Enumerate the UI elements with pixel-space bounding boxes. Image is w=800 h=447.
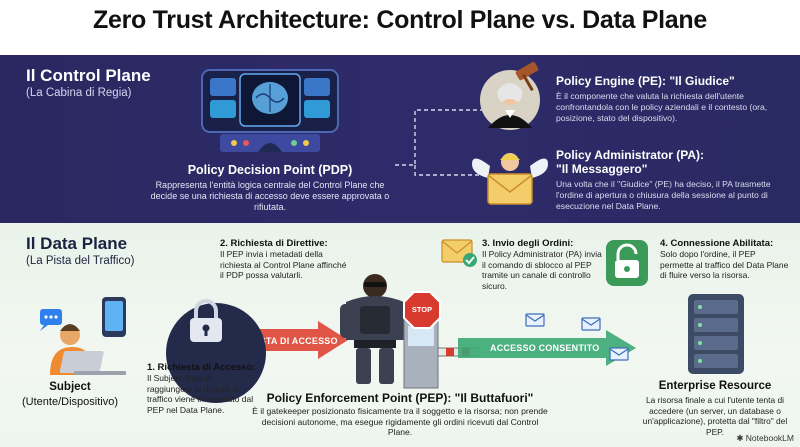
- step-4: 4. Connessione Abilitata: Solo dopo l'or…: [660, 238, 790, 281]
- pep-title: Policy Enforcement Point (PEP): "Il Butt…: [266, 391, 534, 405]
- subject-user-icon: [40, 297, 126, 375]
- subject-title: Subject: [49, 381, 91, 393]
- brand-name: NotebookLM: [745, 433, 794, 443]
- brand-label: ✱ NotebookLM: [736, 433, 794, 444]
- padlock-icon: [190, 299, 222, 342]
- unlocked-padlock-icon: [606, 240, 648, 286]
- pa-description: Una volta che il "Giudice" (PE) ha decis…: [556, 179, 771, 211]
- step-3-description: Il Policy Administrator (PA) invia il co…: [482, 249, 602, 291]
- flying-envelopes-icon: [525, 313, 629, 361]
- granted-arrow-label: ACCESSO CONSENTITO: [490, 343, 600, 353]
- pa-title-line2: "Il Messaggero": [556, 162, 648, 176]
- step-2-title: 2. Richiesta di Direttive:: [220, 238, 328, 249]
- pdp-title: Policy Decision Point (PDP): [187, 163, 353, 177]
- pdp-description: Rappresenta l'entità logica centrale del…: [150, 180, 390, 212]
- step-1: 1. Richiesta di Accesso: Il Subject tent…: [147, 362, 257, 415]
- step-2-description: Il PEP invia i metadati della richiesta …: [220, 249, 347, 280]
- subject-subtitle: (Utente/Dispositivo): [22, 396, 118, 408]
- page-title: Zero Trust Architecture: Control Plane v…: [93, 6, 707, 34]
- pa-title-line1: Policy Administrator (PA):: [556, 148, 705, 162]
- brain-console-icon: [201, 69, 339, 152]
- control-plane-panel: [0, 55, 800, 223]
- step-3: 3. Invio degli Ordini: Il Policy Adminis…: [482, 238, 602, 291]
- server-icon: [688, 294, 744, 374]
- resource-description: La risorsa finale a cui l'utente tenta d…: [642, 395, 788, 437]
- step-2: 2. Richiesta di Direttive: Il PEP invia …: [220, 238, 350, 281]
- winged-envelope-icon: [472, 153, 548, 205]
- pe-description: È il componente che valuta la richiesta …: [556, 91, 768, 123]
- judge-icon: [480, 62, 540, 130]
- pep-guard-icon: [340, 274, 410, 384]
- stop-gate-icon: [403, 291, 479, 389]
- pe-title: Policy Engine (PE): "Il Giudice": [556, 74, 735, 88]
- brand-icon: ✱: [736, 433, 746, 443]
- pep-description: È il gatekeeper posizionato fisicamente …: [252, 406, 548, 437]
- resource-title: Enterprise Resource: [658, 380, 772, 392]
- data-plane-subheading: (La Pista del Traffico): [26, 255, 135, 267]
- control-plane-subheading: (La Cabina di Regia): [26, 87, 132, 99]
- step-1-description: Il Subject tenta di raggiungere la risor…: [147, 373, 254, 415]
- pa-title: Policy Administrator (PA): "Il Messagger…: [556, 148, 786, 176]
- step-1-title: 1. Richiesta di Accesso:: [147, 362, 256, 373]
- step-3-title: 3. Invio degli Ordini:: [482, 238, 574, 249]
- control-plane-connector: [395, 109, 500, 176]
- step-4-description: Solo dopo l'ordine, il PEP permette al t…: [660, 249, 789, 280]
- granted-arrow: [458, 330, 636, 366]
- step-4-title: 4. Connessione Abilitata:: [660, 238, 774, 249]
- data-plane-heading: Il Data Plane: [26, 234, 128, 253]
- control-plane-heading: Il Control Plane: [26, 66, 151, 85]
- envelope-check-icon: [441, 239, 477, 267]
- stop-sign-label: STOP: [411, 305, 433, 314]
- request-arrow-label: RICHIESTA DI ACCESSO: [228, 336, 338, 346]
